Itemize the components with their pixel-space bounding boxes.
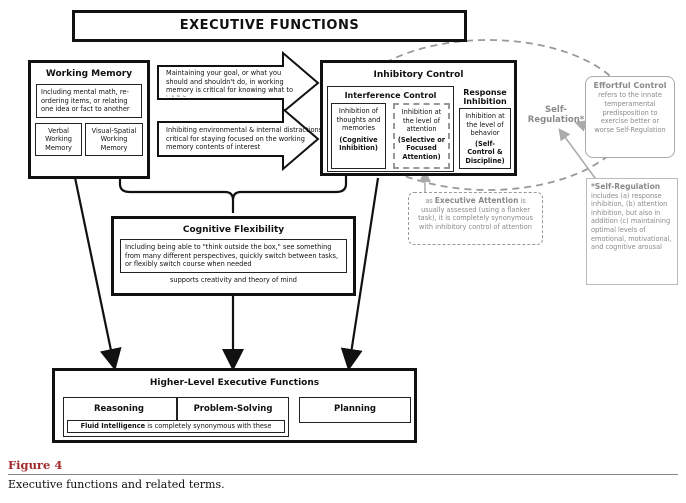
exec-attention-term: Executive Attention	[434, 196, 519, 205]
arrow-top-text: Maintaining your goal, or what you shoul…	[166, 69, 293, 97]
thoughts-inhibition: Inhibition of thoughts and memories (Cog…	[331, 103, 386, 169]
self-reg-note-term: *Self-Regulation	[591, 182, 661, 191]
higher-level-title: Higher-Level Executive Functions	[149, 378, 320, 388]
cognitive-flexibility-support: supports creativity and theory of mind	[169, 275, 297, 284]
self-regulation-note: *Self-Regulation includes (a) response i…	[586, 178, 678, 285]
exec-attention-pre: as	[425, 197, 433, 205]
verbal-working-memory: Verbal Working Memory	[35, 122, 83, 157]
cognitive-flexibility-title: Cognitive Flexibility	[182, 225, 285, 235]
behavior-text: Inhibition at the level of behavior	[465, 112, 505, 138]
block-arrow-top	[157, 50, 320, 115]
figure-caption: Executive functions and related terms.	[8, 478, 225, 491]
self-regulation-label: Self-Regulation*	[527, 105, 585, 125]
arrow-ic-to-higher	[340, 177, 380, 371]
diagram-title: EXECUTIVE FUNCTIONS	[72, 10, 467, 42]
planning-box: Planning	[299, 397, 411, 423]
working-memory-desc: Including mental math, re-ordering items…	[36, 84, 142, 118]
response-inhibition-title: Response Inhibition	[463, 88, 507, 106]
fluid-term: Fluid Intelligence	[80, 422, 146, 430]
caption-divider	[8, 474, 678, 475]
cognitive-flexibility-desc: Including being able to "think outside t…	[120, 239, 347, 273]
arrow-bottom-text: Inhibiting environmental & internal dist…	[166, 126, 330, 152]
brace-line	[118, 176, 348, 201]
problem-solving-label: Problem-Solving	[193, 404, 273, 414]
exec-attention-text: is usually assessed (using a flanker tas…	[418, 197, 533, 231]
effortful-control-box: Effortful Control refers to the innate t…	[585, 76, 675, 158]
arrow-wm-to-higher	[71, 167, 122, 371]
cognitive-flexibility-box: Cognitive Flexibility Including being ab…	[111, 216, 356, 296]
thoughts-sub: (Cognitive Inhibition)	[339, 135, 378, 153]
reasoning-label: Reasoning	[93, 404, 145, 414]
arrow-note-to-ellipse	[558, 128, 599, 183]
self-reg-note-text: includes (a) response inhibition, (b) at…	[591, 191, 672, 252]
figure-label: Figure 4	[8, 458, 63, 472]
fluid-text: is completely synonymous with these	[147, 422, 272, 430]
behavior-sub: (Self-Control & Discipline)	[465, 139, 505, 165]
executive-attention-box: as Executive Attention is usually assess…	[408, 192, 543, 245]
attention-text: Inhibition at the level of attention	[401, 108, 442, 134]
working-memory-box: Working Memory Including mental math, re…	[28, 60, 150, 179]
working-memory-title: Working Memory	[45, 69, 133, 79]
inhibitory-control-title: Inhibitory Control	[373, 70, 464, 80]
visual-spatial-working-memory: Visual-Spatial Working Memory	[85, 122, 143, 157]
effortful-title: Effortful Control	[593, 81, 667, 90]
attention-inhibition: Inhibition at the level of attention (Se…	[393, 103, 450, 169]
behavior-inhibition: Inhibition at the level of behavior (Sel…	[459, 108, 511, 169]
block-arrow-bottom	[157, 106, 320, 172]
group-divider	[176, 397, 178, 421]
attention-sub: (Selective or Focused Attention)	[397, 135, 446, 161]
fluid-intelligence-note: Fluid Intelligence is completely synonym…	[67, 420, 285, 433]
interference-control-title: Interference Control	[344, 91, 437, 100]
effortful-text: refers to the innate temperamental predi…	[594, 91, 666, 134]
thoughts-text: Inhibition of thoughts and memories	[336, 107, 381, 133]
